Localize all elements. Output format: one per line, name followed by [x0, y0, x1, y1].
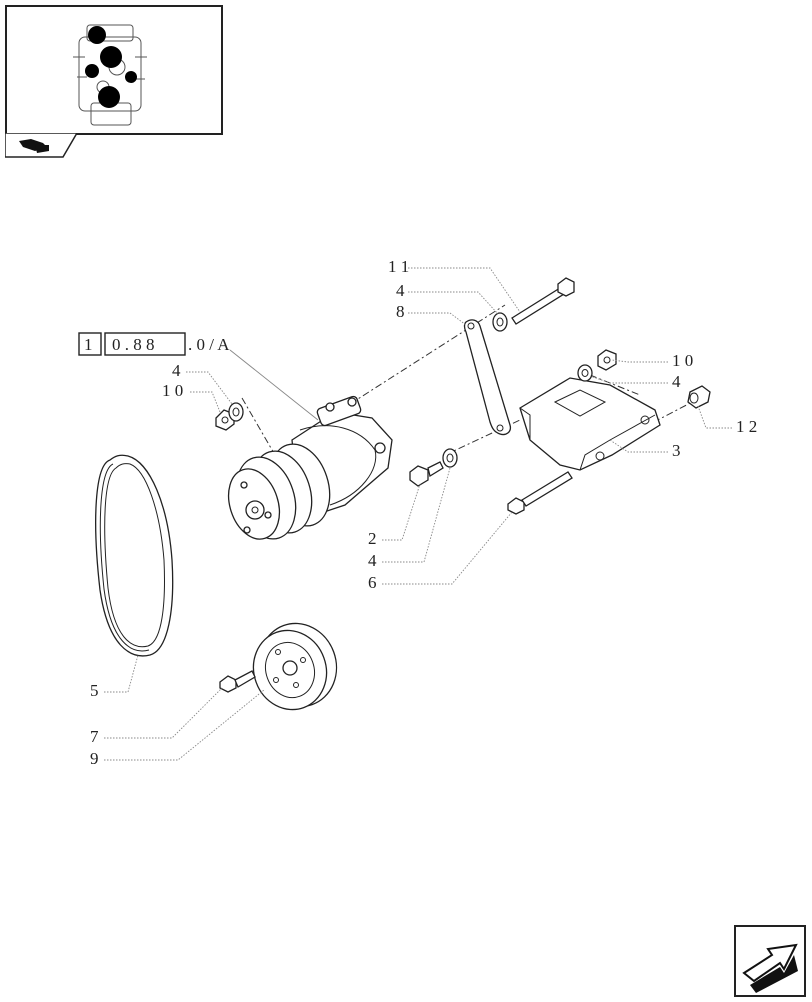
leader-8 — [408, 312, 467, 326]
label-10-left: 1 0 — [162, 381, 183, 400]
leader-4-mid — [382, 467, 451, 563]
book-tab[interactable] — [4, 132, 85, 161]
engine-thumbnail-icon — [73, 24, 147, 126]
spacer-12[interactable] — [687, 385, 711, 409]
reference-box-2 — [104, 332, 186, 356]
leader-compressor — [229, 349, 319, 421]
label-12: 1 2 — [736, 417, 757, 436]
label-6: 6 — [368, 573, 377, 592]
leader-4-right — [589, 375, 668, 384]
bolt-2[interactable] — [409, 461, 444, 487]
leader-10-right — [611, 359, 668, 363]
label-8: 8 — [396, 302, 405, 321]
bolt-7[interactable] — [219, 670, 256, 693]
label-9: 9 — [90, 749, 99, 768]
leader-5 — [104, 654, 139, 693]
label-4-right: 4 — [672, 372, 681, 391]
bolt-11[interactable] — [511, 277, 575, 325]
nut-10-right[interactable] — [597, 349, 617, 371]
leader-2 — [382, 483, 421, 541]
reference-box-1 — [78, 332, 102, 356]
washer-4-top[interactable] — [492, 312, 508, 332]
drive-belt[interactable] — [95, 454, 174, 657]
washer-4-mid[interactable] — [442, 448, 458, 468]
mounting-bracket[interactable] — [519, 377, 661, 471]
axis-line-mid — [444, 419, 521, 456]
strap-bracket[interactable] — [463, 319, 512, 436]
leader-10-left — [190, 391, 221, 413]
leader-9 — [104, 689, 265, 761]
label-4-mid: 4 — [368, 551, 377, 570]
pulley[interactable] — [242, 613, 348, 720]
label-2: 2 — [368, 529, 377, 548]
bolt-6[interactable] — [507, 471, 573, 515]
engine-thumbnail — [5, 5, 223, 135]
label-3: 3 — [672, 441, 681, 460]
washer-4-right[interactable] — [577, 364, 593, 382]
reference-box-1-text: 1 — [84, 335, 93, 354]
axis-line-nut — [241, 397, 276, 456]
leader-4-top — [408, 291, 499, 315]
compressor[interactable] — [220, 395, 393, 546]
leader-7 — [104, 687, 223, 739]
label-7: 7 — [90, 727, 99, 746]
reference-suffix: . 0 / A — [188, 335, 230, 354]
label-4-top: 4 — [396, 281, 405, 300]
label-4-left: 4 — [172, 361, 181, 380]
next-page-button[interactable] — [734, 925, 806, 997]
leader-4-left — [186, 371, 233, 405]
label-5: 5 — [90, 681, 99, 700]
leader-6 — [382, 511, 513, 585]
reference-code[interactable]: 1 0 . 8 8 . 0 / A — [78, 332, 230, 356]
reference-box-2-text: 0 . 8 8 — [112, 335, 155, 354]
axis-line-bracket — [589, 374, 641, 396]
label-10-right: 1 0 — [672, 351, 693, 370]
leader-3 — [609, 439, 668, 453]
next-page-arrow-icon — [734, 925, 806, 997]
book-tab-icon — [4, 132, 79, 158]
leader-11 — [408, 267, 521, 313]
leader-12 — [697, 405, 732, 429]
washer-4-left[interactable] — [228, 402, 244, 422]
label-11: 1 1 — [388, 257, 409, 276]
